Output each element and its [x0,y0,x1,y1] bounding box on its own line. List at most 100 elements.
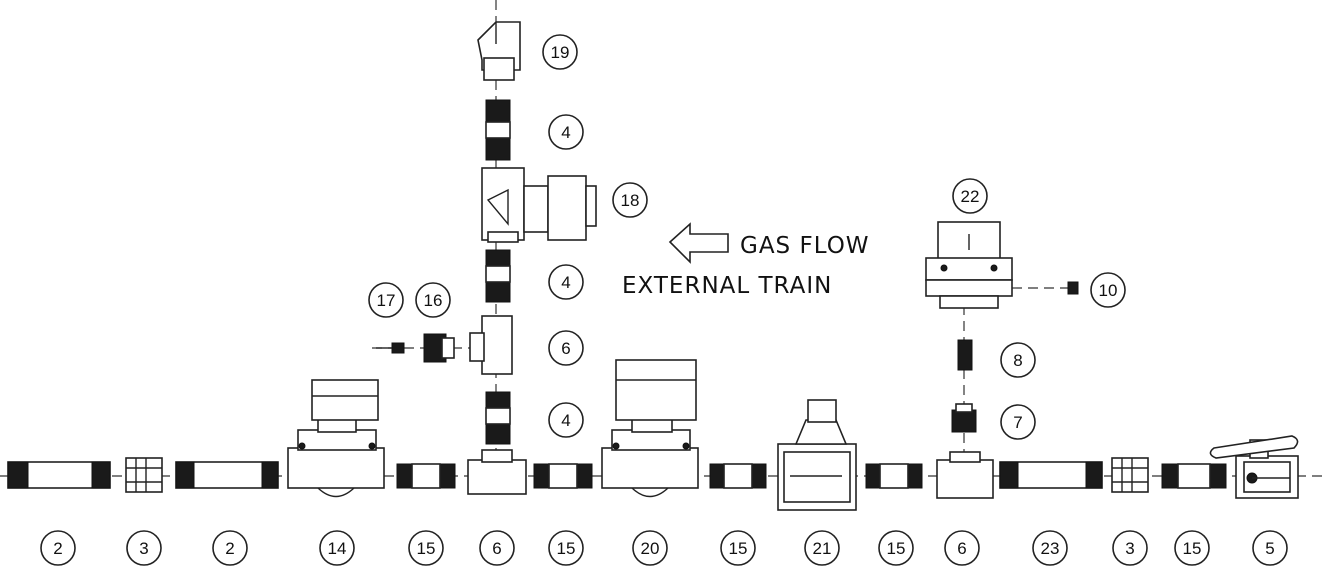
callout-bottom-15-number: 5 [1265,539,1274,558]
elbow-19 [477,21,521,81]
close-nipple-15c [709,463,767,489]
callout-bottom-13: 3 [1112,530,1148,566]
close-nipple-15a [396,463,456,489]
callout-bottom-1-number: 3 [139,539,148,558]
callout-bottom-15: 5 [1252,530,1288,566]
ball-valve-5 [1209,435,1299,499]
manual-valve-18 [481,167,597,243]
callout-vertical-5-circle [548,402,584,438]
callout-bottom-5-number: 6 [492,539,501,558]
callout-vertical-1: 4 [548,114,584,150]
pipe-nipple-2a [7,461,111,489]
callout-bottom-4: 15 [408,530,444,566]
callout-bottom-7-number: 20 [641,539,660,558]
callout-vertical-4-number: 6 [561,339,570,358]
pressure-regulator-21 [777,399,857,511]
callout-bottom-11-number: 6 [957,539,966,558]
callout-bottom-14-number: 15 [1183,539,1202,558]
callout-right-0: 22 [952,178,988,214]
callout-right-2-number: 8 [1013,351,1022,370]
callout-bottom-15-circle [1252,530,1288,566]
callout-vertical-2-circle [612,182,648,218]
pressure-switch-22 [925,221,1013,309]
callout-bottom-6-circle [548,530,584,566]
callout-vertical-3-number: 4 [561,273,570,292]
callout-bottom-5: 6 [479,530,515,566]
tee-6-main [467,449,527,495]
callout-vertical-0-circle [542,34,578,70]
nipple-4b [485,249,511,303]
callout-bottom-10-circle [878,530,914,566]
callout-bottom-9-number: 21 [813,539,832,558]
callout-bottom-0-number: 2 [53,539,62,558]
callout-bottom-12: 23 [1032,530,1068,566]
callout-bottom-4-number: 15 [417,539,436,558]
callout-bottom-13-number: 3 [1125,539,1134,558]
callout-side-0-number: 17 [377,291,396,310]
callout-bottom-3: 14 [319,530,355,566]
callout-vertical-4: 6 [548,330,584,366]
callout-vertical-0: 19 [542,34,578,70]
callout-bottom-8-number: 15 [729,539,748,558]
callout-bottom-14-circle [1174,530,1210,566]
callout-bottom-6-number: 15 [557,539,576,558]
close-nipple-15d [865,463,923,489]
callout-bottom-12-circle [1032,530,1068,566]
tee-6-vertical [469,315,513,375]
union-3b [1111,457,1149,493]
callout-right-2: 8 [1000,342,1036,378]
callout-bottom-7: 20 [632,530,668,566]
callout-vertical-5-number: 4 [561,411,570,430]
union-3a [125,457,163,493]
callout-bottom-3-circle [319,530,355,566]
callout-bottom-8: 15 [720,530,756,566]
test-fitting-17 [376,342,405,354]
callout-bottom-3-number: 14 [328,539,347,558]
callout-right-0-circle [952,178,988,214]
callout-vertical-3: 4 [548,264,584,300]
callout-bottom-1: 3 [126,530,162,566]
close-nipple-15b [533,463,593,489]
nipple-4a [485,99,511,161]
sensor-10 [1067,281,1079,295]
callout-bottom-4-circle [408,530,444,566]
callout-bottom-0: 2 [40,530,76,566]
callout-side-0: 17 [368,282,404,318]
nipple-8 [957,339,973,371]
gas-flow-label: GAS FLOW [740,233,870,259]
callout-vertical-2-number: 18 [621,191,640,210]
tee-6-right [936,451,994,499]
callout-bottom-11-circle [944,530,980,566]
callout-bottom-1-circle [126,530,162,566]
callout-side-1: 16 [415,282,451,318]
callout-bottom-2-circle [212,530,248,566]
callout-bottom-10: 15 [878,530,914,566]
callout-right-1-number: 10 [1099,281,1118,300]
callout-vertical-2: 18 [612,182,648,218]
callout-bottom-6: 15 [548,530,584,566]
pipe-nipple-23 [999,461,1103,489]
callout-bottom-14: 15 [1174,530,1210,566]
callout-right-3-number: 7 [1013,413,1022,432]
callout-bottom-2-number: 2 [225,539,234,558]
callout-bottom-10-number: 15 [887,539,906,558]
pipe-nipple-2b [175,461,279,489]
callout-side-1-number: 16 [424,291,443,310]
callout-bottom-12-number: 23 [1041,539,1060,558]
callout-side-0-circle [368,282,404,318]
callout-bottom-9-circle [804,530,840,566]
callout-bottom-7-circle [632,530,668,566]
callout-right-1: 10 [1090,272,1126,308]
external-train-label: EXTERNAL TRAIN [622,273,832,299]
plug-16 [423,333,455,363]
callout-vertical-1-circle [548,114,584,150]
solenoid-valve-20 [601,359,699,498]
callout-bottom-13-circle [1112,530,1148,566]
callout-vertical-1-number: 4 [561,123,570,142]
callout-bottom-2: 2 [212,530,248,566]
gas-flow-arrow-icon [668,222,729,264]
callout-bottom-0-circle [40,530,76,566]
bushing-7 [951,403,977,433]
callout-vertical-5: 4 [548,402,584,438]
